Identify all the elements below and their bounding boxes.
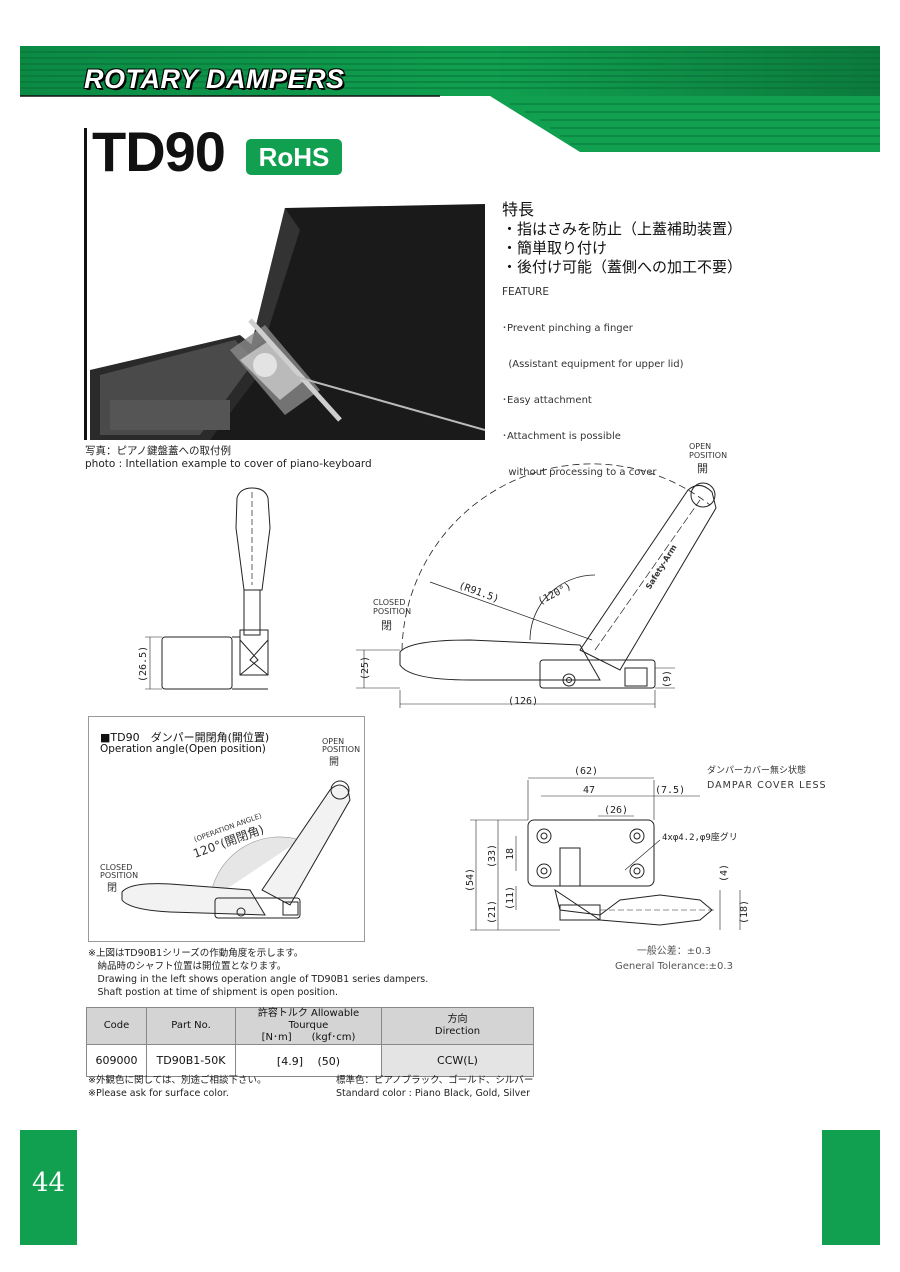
operation-angle-title-en: Operation angle(Open position) [100,743,266,755]
top-dim-62: (62) [574,766,598,777]
top-view-drawing [470,777,741,931]
feature-item-en: (Assistant equipment for upper lid) [502,359,684,370]
top-dim-11: (11) [505,886,516,910]
page-number: 44 [31,1168,66,1198]
side-closed-jp: 閉 [381,619,392,632]
model-name: TD90 [92,120,226,183]
note-line: 納品時のシャフト位置は開位置となります。 [88,961,287,972]
photo-caption-jp: 写真：ピアノ鍵盤蓋への取付例 [85,445,232,457]
feature-item-en: without processing to a cover [502,467,657,478]
operation-angle-drawing: OPEN POSITION 開 CLOSED POSITION 閉 (OPERA… [100,737,360,919]
side-open-jp: 開 [697,462,708,475]
photo-caption-en: photo : Intellation example to cover of … [85,458,372,470]
table-row: 609000 TD90B1-50K [4.9] (50) CCW(L) [86,1044,534,1077]
op-position-label: POSITION [322,745,360,754]
note-line: Drawing in the left shows operation angl… [88,974,429,985]
feature-title-jp: 特長 [502,200,535,219]
photo-caption: 写真：ピアノ鍵盤蓋への取付例 photo : Intellation examp… [85,445,372,471]
standard-color-note: 標準色：ピアノブラック、ゴールド、シルバー Standard color : P… [336,1074,533,1100]
top-dim-18b: (18) [739,900,750,924]
note-line: Shaft postion at time of shipment is ope… [88,987,339,998]
header-banner [20,46,880,152]
standard-color-en: Standard color : Piano Black, Gold, Silv… [336,1088,531,1099]
feature-item-en: ･Prevent pinching a finger [502,323,633,334]
cell-direction: CCW(L) [381,1044,534,1077]
cell-code: 609000 [86,1044,147,1077]
front-dim-height: (26.5) [138,646,149,682]
top-dim-33: (33) [487,844,498,868]
operation-angle-title-jp: ■TD90 ダンパー開閉角(開位置) [100,731,270,744]
front-view-drawing [145,487,271,690]
tolerance-jp: 一般公差：±0.3 [636,946,712,957]
shipment-notes: ※上図はTD90B1シリーズの作動角度を示します。 納品時のシャフト位置は開位置… [88,947,428,999]
standard-color-jp: 標準色：ピアノブラック、ゴールド、シルバー [336,1075,534,1086]
feature-title-en: FEATURE [502,286,550,298]
header-torque-line1: 許容トルク Allowable Tourque [257,1008,360,1031]
side-dim-length: (126) [508,696,538,707]
op-open-jp: 開 [329,756,339,768]
feature-item-en: ･Attachment is possible [502,431,621,442]
tolerance-en: General Tolerance:±0.3 [615,961,733,972]
header-code: Code [86,1007,147,1045]
top-note-jp: ダンパーカバー無シ状態 [707,764,806,776]
surface-color-jp: ※外観色に関しては、別途ご相談下さい。 [88,1075,267,1086]
technical-drawings: (26.5) OPEN POSITION 開 CLOSED POSITION 閉… [138,442,827,931]
header-direction-line2: Direction [434,1026,481,1037]
product-photo [90,200,485,440]
header-direction-line1: 方向 [447,1014,468,1025]
top-dim-26: (26) [604,805,628,816]
feature-item-jp: ・指はさみを防止（上蓋補助装置） [502,220,743,238]
feature-list-en: ･Prevent pinching a finger (Assistant eq… [502,299,684,491]
feature-item-jp: ・簡単取り付け [502,239,608,257]
banner-graphic [20,46,880,152]
header-direction: 方向 Direction [381,1007,534,1045]
surface-color-en: ※Please ask for surface color. [88,1088,229,1099]
header-torque: 許容トルク Allowable Tourque [N･m] (kgf･cm) [235,1007,382,1045]
surface-color-note: ※外観色に関しては、別途ご相談下さい。 ※Please ask for surf… [88,1074,267,1100]
top-dim-54: (54) [465,868,476,892]
op-position-label-closed: POSITION [100,871,138,880]
cell-part-no: TD90B1-50K [146,1044,236,1077]
top-dim-7-5: (7.5) [655,785,685,796]
top-note-en: DAMPAR COVER LESS [707,780,827,791]
top-dim-4: (4) [719,864,730,882]
note-line: ※上図はTD90B1シリーズの作動角度を示します。 [88,948,304,959]
spec-table: Code Part No. 許容トルク Allowable Tourque [N… [86,1007,534,1077]
op-closed-jp: 閉 [107,882,117,894]
side-dim-base: (9) [662,670,673,688]
cell-torque: [4.9] (50) [235,1044,382,1077]
side-dim-height: (25) [360,656,371,680]
side-view-drawing [356,463,717,708]
side-open-label: OPEN [689,442,711,451]
page-tab-left [20,1130,77,1245]
feature-item-en: ･Easy attachment [502,395,592,406]
table-header-row: Code Part No. 許容トルク Allowable Tourque [N… [86,1007,534,1045]
side-closed-label: CLOSED [373,598,405,607]
category-title: ROTARY DAMPERS [84,64,345,94]
side-position-label: POSITION [689,451,727,460]
top-dim-21: (21) [487,900,498,924]
header-part-no: Part No. [146,1007,236,1045]
op-open-label: OPEN [322,737,344,746]
feature-list-jp: ・指はさみを防止（上蓋補助装置） ・簡単取り付け ・後付け可能（蓋側への加工不要… [502,220,742,277]
piano-photo-illustration [90,200,485,440]
page-tab-right [822,1130,880,1245]
feature-item-jp: ・後付け可能（蓋側への加工不要） [502,258,743,276]
side-position-label-closed: POSITION [373,607,411,616]
op-closed-label: CLOSED [100,863,132,872]
header-torque-line2: [N･m] (kgf･cm) [261,1032,356,1043]
top-dim-18a: 18 [505,848,516,860]
general-tolerance: 一般公差：±0.3 General Tolerance:±0.3 [615,944,733,974]
top-dim-hole: 4xφ4.2,φ9座グリ [662,831,738,843]
top-dim-47: 47 [583,785,595,796]
title-rule [84,128,87,440]
rohs-badge: RoHS [246,139,342,175]
